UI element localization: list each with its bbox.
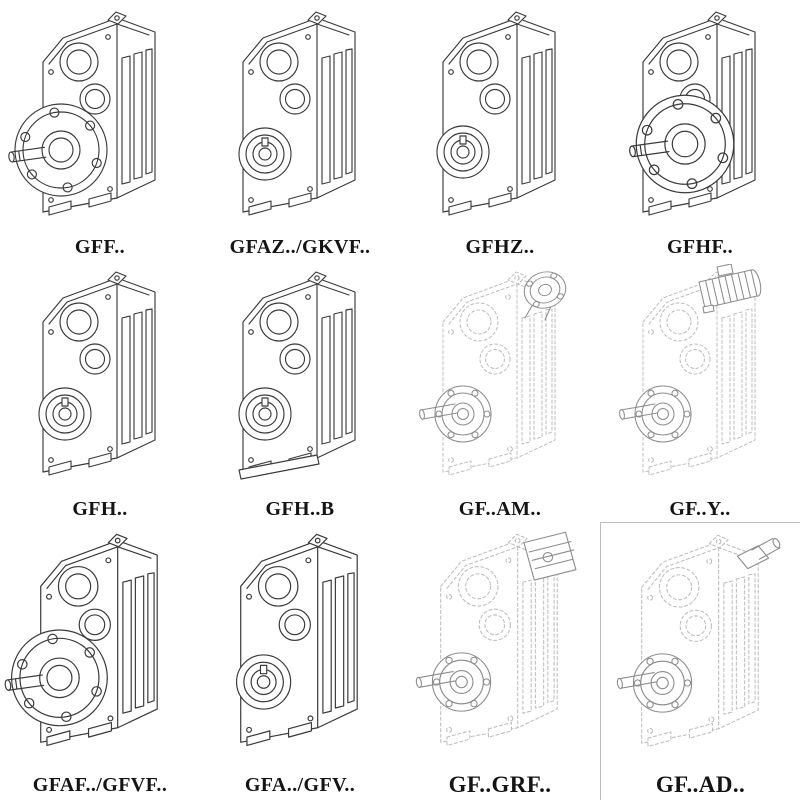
catalog-cell-gfhf: GFHF.. <box>600 0 800 260</box>
gearbox-input-shaft-drawing <box>615 534 782 747</box>
catalog-cell-gff: GFF.. <box>0 0 200 260</box>
label-gfhz: GFHZ.. <box>465 236 535 258</box>
catalog-cell-gfh: GFH.. <box>0 260 200 522</box>
catalog-cell-gfy: GF..Y.. <box>600 260 800 522</box>
gearbox-hollow-shaft-drawing <box>436 11 556 216</box>
gearbox-hollow-shaft-drawing <box>38 271 156 476</box>
gearbox-input-flange-drawing <box>418 266 572 476</box>
gearbox-large-flange-drawing <box>628 11 756 216</box>
gearbox-output-flange-drawing <box>7 11 156 216</box>
label-gfa-gfv: GFA../GFV.. <box>244 774 356 796</box>
gearbox-hollow-shaft-base-drawing <box>238 271 356 480</box>
catalog-cell-gfad: GF..AD.. <box>600 522 800 800</box>
label-gff: GFF.. <box>74 236 126 258</box>
catalog-cell-gfgrf: GF..GRF.. <box>400 522 600 800</box>
catalog-cell-gfaf: GFAF../GFVF.. <box>0 522 200 800</box>
label-gfaf-gfvf: GFAF../GFVF.. <box>32 774 168 796</box>
catalog-cell-gfaz: GFAZ../GKVF.. <box>200 0 400 260</box>
catalog-cell-gfam: GF..AM.. <box>400 260 600 522</box>
catalog-cell-gfa: GFA../GFV.. <box>200 522 400 800</box>
gearbox-hollow-shaft-drawing <box>235 533 358 747</box>
label-gfhb: GFH..B <box>265 498 335 520</box>
label-gfy: GF..Y.. <box>669 498 731 520</box>
label-gfad: GF..AD.. <box>655 772 746 797</box>
label-gfaz-gkvf: GFAZ../GKVF.. <box>229 236 371 258</box>
label-gfhf: GFHF.. <box>666 236 734 258</box>
gearbox-with-motor-drawing <box>618 264 764 476</box>
label-gfgrf: GF..GRF.. <box>448 772 552 797</box>
label-gfh: GFH.. <box>72 498 128 520</box>
gearbox-hollow-shaft-drawing <box>238 11 356 216</box>
gearbox-output-flange-drawing <box>3 533 158 747</box>
gearbox-input-cover-drawing <box>415 531 577 746</box>
catalog-cell-gfhb: GFH..B <box>200 260 400 522</box>
label-gfam: GF..AM.. <box>458 498 542 520</box>
catalog-cell-gfhz: GFHZ.. <box>400 0 600 260</box>
